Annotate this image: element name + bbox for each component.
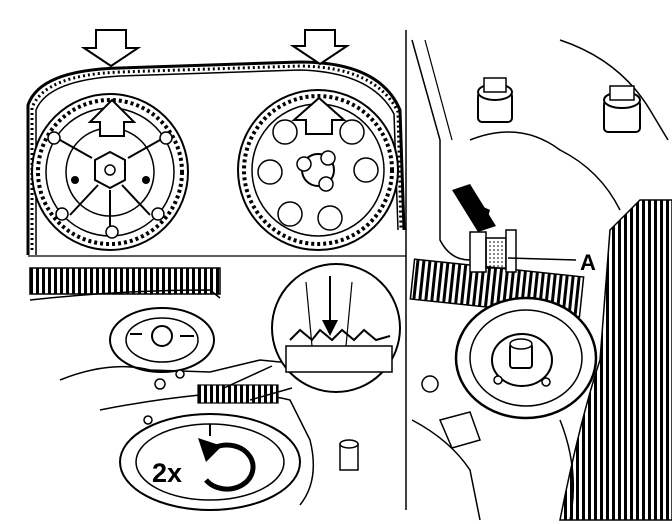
detail-inset xyxy=(223,263,401,401)
tensioner-indicator xyxy=(469,229,517,273)
rotation-count-label: 2x xyxy=(152,458,182,488)
pointer-arrow-icon xyxy=(452,184,496,232)
timing-belt-top xyxy=(26,60,406,255)
tensioner-pulley xyxy=(109,307,215,373)
tensioner-pulley-detail xyxy=(454,296,598,420)
top-panel-camshaft-gears xyxy=(26,29,406,257)
bolt xyxy=(603,85,641,133)
down-arrow-icon xyxy=(80,29,142,68)
bottom-left-panel-crankshaft: 2x xyxy=(29,263,401,511)
crankshaft-pulley xyxy=(119,413,301,511)
callout-leader-a xyxy=(507,257,577,261)
timing-belt-right xyxy=(559,199,672,521)
bolt xyxy=(477,77,513,123)
left-cam-gear xyxy=(31,93,189,251)
right-panel-tensioner-detail: A xyxy=(409,39,672,521)
up-arrow-icon xyxy=(291,96,347,135)
down-arrow-icon xyxy=(289,29,351,66)
rotation-arrow-icon xyxy=(198,438,256,492)
callout-label-a: A xyxy=(580,250,596,275)
up-arrow-icon xyxy=(87,98,137,137)
